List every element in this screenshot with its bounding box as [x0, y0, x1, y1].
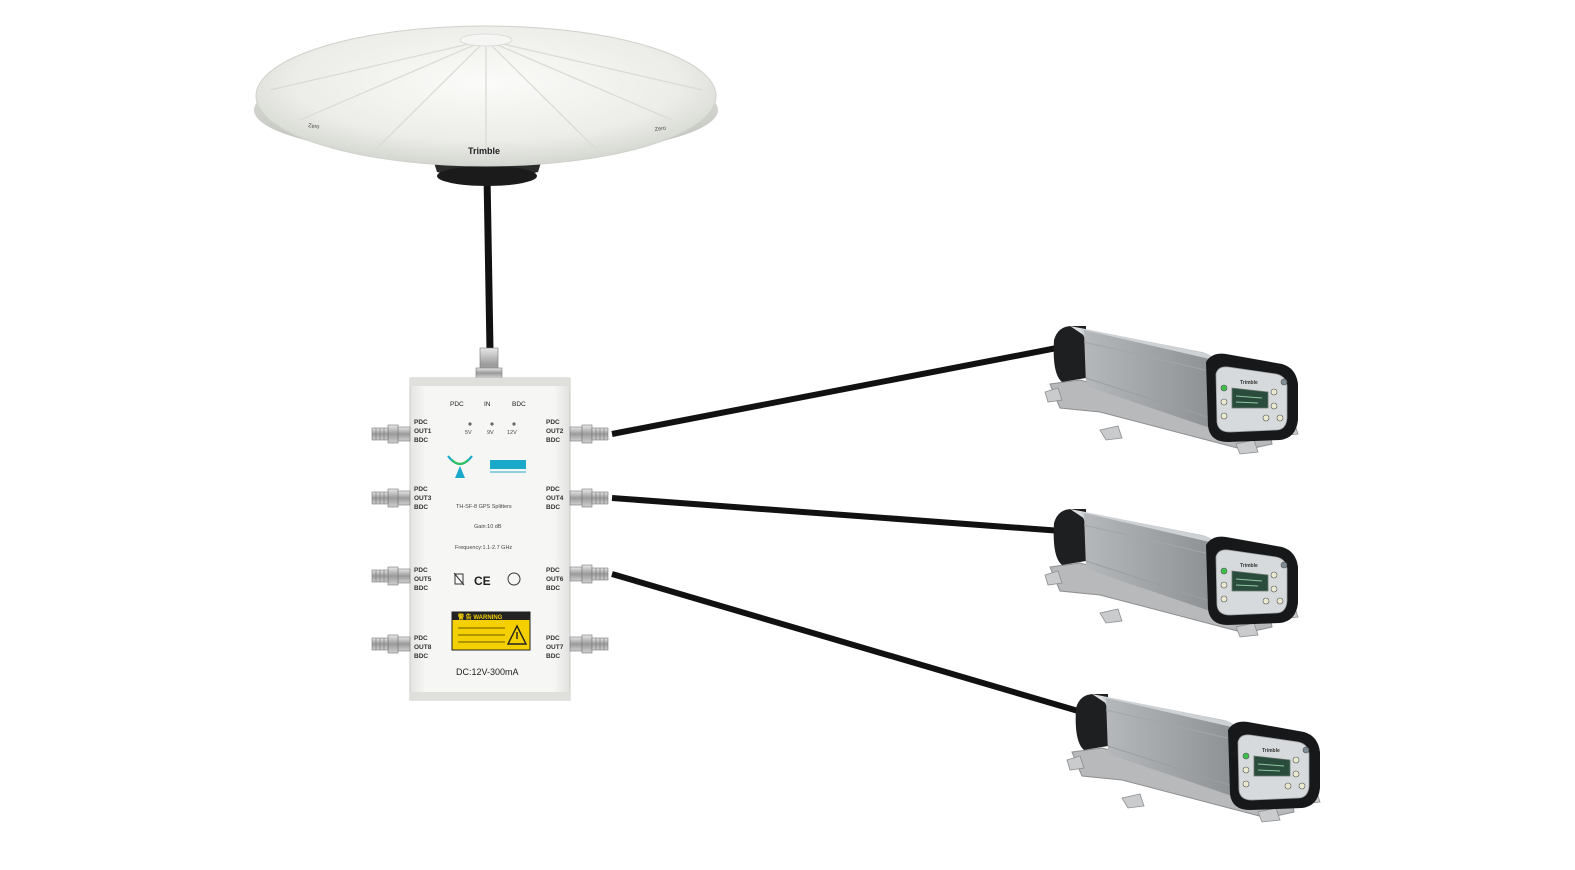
antenna-rim-label-left: Zero [308, 123, 320, 131]
port-label: OUT8 [414, 644, 432, 651]
port-label: OUT5 [414, 576, 432, 583]
rohs-icon [507, 572, 521, 586]
port-label: PDC [414, 635, 428, 642]
gnss-antenna: Trimble Zero Zero [254, 25, 718, 186]
port-label: PDC [414, 486, 428, 493]
warning-title: 警 告 WARNING [457, 613, 503, 621]
connector-out1 [371, 424, 411, 444]
receiver-brand: Trimble [1262, 748, 1280, 754]
antenna-brand-label: Trimble [468, 146, 500, 156]
port-label: PDC [414, 419, 428, 426]
port-label: PDC [546, 419, 560, 426]
receiver-3: Trimble [1066, 693, 1321, 823]
voltage-label-9v: 9V [487, 430, 494, 436]
dc-rating: DC:12V-300mA [456, 667, 519, 677]
connector-out5 [371, 566, 411, 586]
port-label: PDC [546, 567, 560, 574]
port-label: OUT6 [546, 576, 564, 583]
port-label: BDC [546, 585, 560, 592]
splitter-body [409, 377, 571, 701]
gps-splitter: PDC IN BDC 5V 9V 12V TH-SF-8 GPS Splitte… [371, 347, 609, 701]
top-label-bdc: BDC [512, 401, 526, 408]
connector-out3 [371, 488, 411, 508]
certification-marks: CE [453, 572, 521, 588]
warning-label: 警 告 WARNING [451, 611, 531, 651]
port-label: OUT7 [546, 644, 564, 651]
port-label: BDC [414, 653, 428, 660]
cables [483, 174, 1086, 716]
port-label: PDC [546, 635, 560, 642]
port-label: OUT1 [414, 428, 432, 435]
connector-out2 [569, 424, 609, 444]
receiver-brand: Trimble [1240, 563, 1258, 569]
left-connectors [371, 424, 411, 654]
splitter-model: TH-SF-8 GPS Splitters [456, 504, 512, 510]
port-label: BDC [414, 585, 428, 592]
cable-receiver-3 [611, 571, 1086, 716]
antenna-cable [483, 174, 494, 351]
receiver-1: Trimble [1044, 325, 1299, 455]
top-label-in: IN [484, 401, 491, 408]
port-label: BDC [414, 437, 428, 444]
port-label: BDC [546, 437, 560, 444]
port-label: OUT3 [414, 495, 432, 502]
antenna-rim-label-right: Zero [654, 125, 666, 133]
port-label: BDC [546, 504, 560, 511]
manufacturer-logo [447, 455, 526, 478]
top-label-pdc: PDC [450, 401, 464, 408]
port-label: PDC [546, 486, 560, 493]
ce-mark: CE [474, 574, 491, 588]
port-label: BDC [414, 504, 428, 511]
receiver-2: Trimble [1044, 508, 1299, 638]
left-port-labels: PDC OUT1 BDC PDC OUT3 BDC PDC OUT5 BDC P… [414, 419, 432, 660]
port-label: BDC [546, 653, 560, 660]
right-connectors [569, 424, 609, 654]
connector-out4 [569, 488, 609, 508]
port-label: PDC [414, 567, 428, 574]
warning-icon [506, 624, 528, 645]
cable-receiver-2 [611, 495, 1063, 534]
cable-receiver-1 [611, 344, 1063, 437]
splitter-gain: Gain:10 dB [474, 524, 502, 530]
weee-icon [454, 573, 464, 585]
right-port-labels: PDC OUT2 BDC PDC OUT4 BDC PDC OUT6 BDC P… [546, 419, 564, 660]
connector-out7 [569, 634, 609, 654]
splitter-frequency: Frequency:1.1-2.7 GHz [455, 545, 512, 551]
voltage-label-12v: 12V [507, 430, 517, 436]
voltage-label-5v: 5V [465, 430, 472, 436]
receiver-brand: Trimble [1240, 380, 1258, 386]
connector-out6 [569, 564, 609, 584]
antenna-ribs [269, 39, 703, 160]
connector-out8 [371, 634, 411, 654]
port-label: OUT2 [546, 428, 564, 435]
port-label: OUT4 [546, 495, 564, 502]
